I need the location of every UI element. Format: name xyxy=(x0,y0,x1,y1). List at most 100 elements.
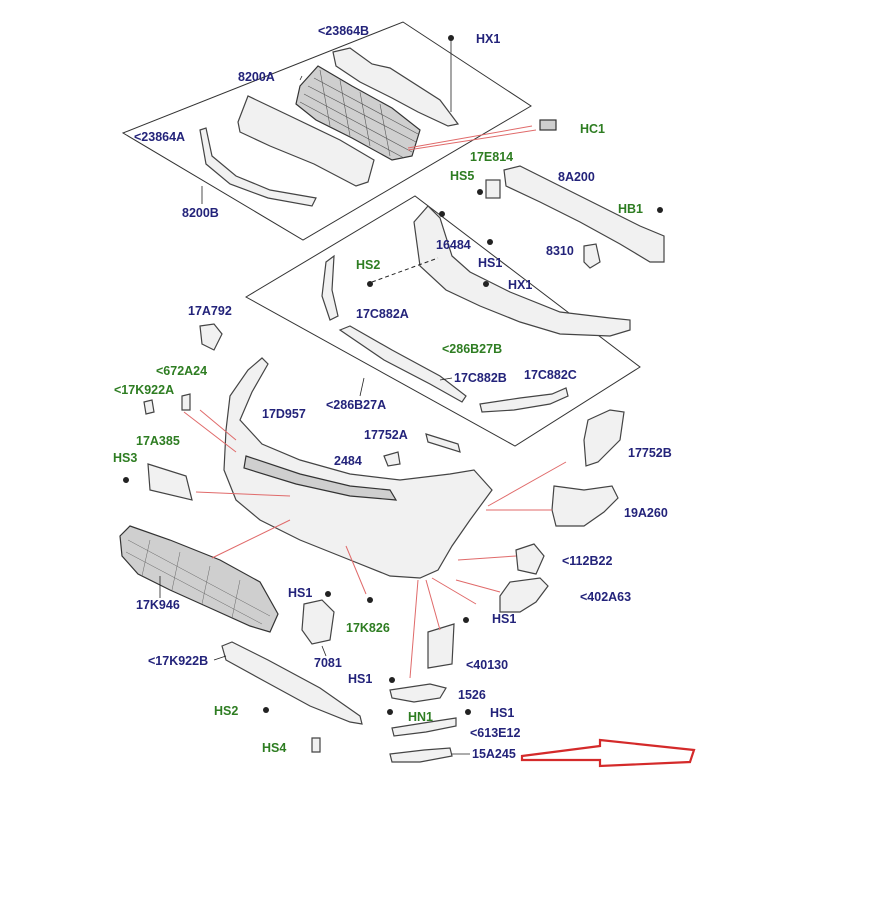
label-8A200: 8A200 xyxy=(558,170,595,184)
label-8200A: 8200A xyxy=(238,70,275,84)
label-15A245: 15A245 xyxy=(472,747,516,761)
label-286B27A: <286B27A xyxy=(326,398,387,412)
clip-17K826 xyxy=(367,597,373,603)
reinforcement-group-frame xyxy=(244,195,641,447)
label-17E814: 17E814 xyxy=(470,150,514,164)
grille-mesh xyxy=(299,69,419,159)
label-hs1-b: HS1 xyxy=(492,612,517,626)
grille-frame-8200B xyxy=(237,95,375,187)
label-7081: 7081 xyxy=(314,656,342,670)
label-hs5: HS5 xyxy=(450,169,475,183)
grille-8200A xyxy=(295,65,421,161)
fastener-hs5 xyxy=(477,189,483,195)
clip-17K922A xyxy=(143,399,155,415)
lower-grille-mesh xyxy=(125,539,271,625)
label-17K826: 17K826 xyxy=(346,621,390,635)
label-17752A: 17752A xyxy=(364,428,408,442)
label-hs4: HS4 xyxy=(262,741,287,755)
bracket-402A63 xyxy=(499,577,549,613)
label-17A385: 17A385 xyxy=(136,434,180,448)
fastener-hn1 xyxy=(387,709,393,715)
bracket-112B22 xyxy=(515,543,545,575)
fastener-hs1-b xyxy=(463,617,469,623)
bracket-7081 xyxy=(301,599,335,645)
label-16484: 16484 xyxy=(436,238,471,252)
label-hs1-c: HS1 xyxy=(348,672,373,686)
number-plate-mount xyxy=(147,463,193,501)
leader-lines xyxy=(183,125,567,679)
label-2484: 2484 xyxy=(334,454,362,468)
label-hs2-upper: HS2 xyxy=(356,258,381,272)
fastener-hs4 xyxy=(311,737,321,753)
label-19A260: 19A260 xyxy=(624,506,668,520)
label-17752B: 17752B xyxy=(628,446,672,460)
label-hs1-a: HS1 xyxy=(288,586,313,600)
label-hc1: HC1 xyxy=(580,122,606,136)
side-bracket-17C882A xyxy=(321,254,339,321)
trim-1526 xyxy=(389,683,447,703)
label-672A24: <672A24 xyxy=(156,364,208,378)
grille-group-frame xyxy=(121,21,532,241)
bracket-17752A xyxy=(425,433,461,453)
lower-grille-17K946 xyxy=(119,525,279,633)
corner-bracket-17C882C xyxy=(479,387,569,413)
reinforcement-beam xyxy=(503,165,665,263)
highlight-arrow xyxy=(520,738,696,768)
fastener-hs2-upper xyxy=(367,281,373,287)
fastener-hs2-lower xyxy=(263,707,269,713)
clip-hc1 xyxy=(539,119,557,131)
label-hs1-d: HS1 xyxy=(490,706,515,720)
label-hs2-lower: HS2 xyxy=(214,704,239,718)
fastener-hs3 xyxy=(123,477,129,483)
label-hx1-top: HX1 xyxy=(476,32,501,46)
trim-15A245 xyxy=(389,747,453,763)
label-402A63: <402A63 xyxy=(580,590,632,604)
label-hn1: HN1 xyxy=(408,710,434,724)
fastener-hs1-upper xyxy=(487,239,493,245)
label-286B27B: <286B27B xyxy=(442,342,503,356)
label-17K946: 17K946 xyxy=(136,598,180,612)
label-hs3: HS3 xyxy=(113,451,138,465)
label-40130: <40130 xyxy=(466,658,509,672)
label-8200B: 8200B xyxy=(182,206,219,220)
bracket-17E814 xyxy=(485,179,501,199)
upper-grille-cover xyxy=(332,47,460,127)
fastener-hx1-mid xyxy=(483,281,489,287)
label-17C882B: 17C882B xyxy=(454,371,507,385)
wheel-arch-liner-19A260 xyxy=(551,485,619,527)
label-8310: 8310 xyxy=(546,244,574,258)
emblem-2484 xyxy=(383,451,401,467)
label-17C882C: 17C882C xyxy=(524,368,577,382)
label-112B22: <112B22 xyxy=(562,554,613,568)
fastener-16484 xyxy=(439,211,445,217)
label-1526: 1526 xyxy=(458,688,486,702)
fastener-hs1-c xyxy=(389,677,395,683)
label-leaders xyxy=(159,75,470,755)
cover-40130 xyxy=(427,623,455,669)
energy-absorber-286B27B xyxy=(413,205,631,337)
label-hb1: HB1 xyxy=(618,202,644,216)
label-hs1-upper: HS1 xyxy=(478,256,503,270)
fastener-hb1 xyxy=(657,207,663,213)
undertray-17K922B xyxy=(221,641,363,725)
fastener-hs1-d xyxy=(465,709,471,715)
bumper-cover xyxy=(223,357,493,579)
label-17K922B: <17K922B xyxy=(148,654,209,668)
label-17K922A: <17K922A xyxy=(114,383,175,397)
trim-613E12 xyxy=(391,717,457,737)
grille-trim-strip xyxy=(199,127,317,207)
label-17A792: 17A792 xyxy=(188,304,232,318)
bracket-17752B xyxy=(583,409,625,467)
label-17D957: 17D957 xyxy=(262,407,306,421)
bumper-grille-opening xyxy=(243,455,398,501)
label-17C882A: 17C882A xyxy=(356,307,409,321)
bracket-8310 xyxy=(583,243,601,269)
bracket-17A792 xyxy=(199,323,223,351)
label-613E12: <613E12 xyxy=(470,726,521,740)
clip-672A24 xyxy=(181,393,191,411)
label-hx1-mid: HX1 xyxy=(508,278,533,292)
label-23864B: <23864B xyxy=(318,24,370,38)
fastener-hs1-a xyxy=(325,591,331,597)
lower-strip-17C882B xyxy=(338,325,467,403)
